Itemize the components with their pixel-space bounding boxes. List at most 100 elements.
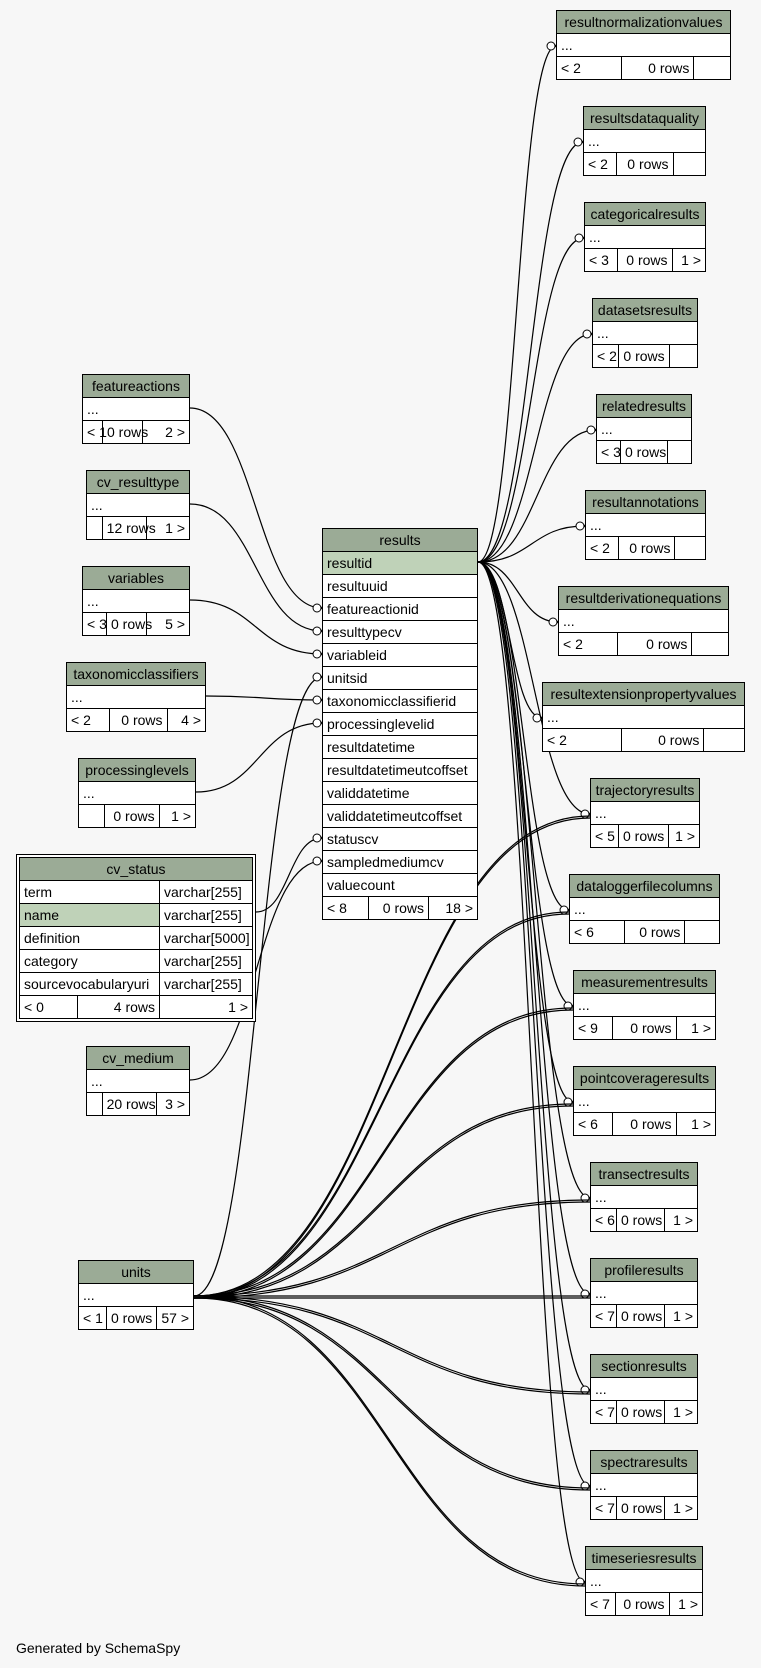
table-title: cv_medium	[87, 1047, 189, 1070]
optional-marker	[312, 695, 322, 705]
column-type: varchar[255]	[164, 884, 242, 900]
parents-count: < 2	[67, 709, 111, 731]
row-count: 0 rows	[616, 1593, 670, 1615]
row-count: 0 rows	[107, 613, 152, 635]
column-resultdatetimeutcoffset: resultdatetimeutcoffset	[323, 759, 477, 782]
row-count: 0 rows	[619, 825, 669, 847]
edge-units-to-sectionresults	[193, 1295, 591, 1393]
parents-count: < 7	[586, 1593, 616, 1615]
optional-marker	[580, 1193, 590, 1203]
parents-count: < 2	[559, 633, 619, 655]
table-title: categoricalresults	[585, 203, 705, 226]
parents-count: < 2	[543, 729, 623, 751]
children-count: 1 >	[691, 1020, 711, 1036]
edge-units-to-sectionresults-2	[193, 1297, 591, 1395]
table-body: ...	[559, 610, 728, 633]
table-footer: 20 rows 3 >	[87, 1093, 189, 1115]
column-featureactionid: featureactionid	[323, 598, 477, 621]
children-count: 1 >	[691, 1116, 711, 1132]
table-title: datasetsresults	[593, 299, 697, 322]
children-count: 3 >	[165, 1096, 185, 1112]
parents-count: < 6	[574, 1113, 614, 1135]
table-title: resultnormalizationvalues	[557, 11, 730, 34]
edge-results-to-timeseriesresults	[477, 561, 586, 1583]
row-count: 0 rows	[622, 729, 705, 751]
edge-results-to-resultsdataquality	[477, 141, 584, 563]
children-count: 2 >	[165, 424, 185, 440]
table-title: resultderivationequations	[559, 587, 728, 610]
children-count: 57 >	[161, 1310, 189, 1326]
column-type: varchar[255]	[164, 976, 242, 992]
optional-marker	[563, 1001, 573, 1011]
edge-results-to-spectraresults	[477, 561, 591, 1487]
parents-count	[87, 517, 103, 539]
column-variableid: variableid	[323, 644, 477, 667]
children-count	[704, 729, 744, 751]
table-title: pointcoverageresults	[574, 1067, 715, 1090]
row-count: 0 rows	[625, 921, 686, 943]
table-body: ...	[79, 782, 195, 805]
row-count: 0 rows	[110, 709, 168, 731]
table-body: ...	[591, 1378, 697, 1401]
edge-units-to-trajectoryresults	[193, 815, 591, 1297]
optional-marker	[546, 41, 556, 51]
edge-units-to-transectresults-2	[193, 1201, 591, 1299]
edge-units-to-pointcoverageresults-2	[193, 1105, 574, 1299]
parents-count: < 1	[83, 421, 107, 443]
children-count: 1 >	[673, 1212, 693, 1228]
edge-units-to-pointcoverageresults	[193, 1103, 574, 1297]
parents-count	[87, 1093, 103, 1115]
edge-units-to-results	[193, 676, 323, 1297]
optional-marker	[312, 833, 322, 843]
edge-results-to-relatedresults	[477, 429, 597, 563]
table-body: ...	[557, 34, 730, 57]
parents-count: < 2	[557, 57, 623, 79]
row-count: 0 rows	[613, 1113, 677, 1135]
table-title: processinglevels	[79, 759, 195, 782]
column-resulttypecv: resulttypecv	[323, 621, 477, 644]
parents-count: < 7	[591, 1401, 617, 1423]
table-body: ...	[586, 1570, 702, 1593]
parents-count: < 6	[591, 1209, 617, 1231]
column-name: term	[20, 881, 160, 903]
optional-marker	[574, 233, 584, 243]
table-body: ...	[574, 1090, 715, 1113]
optional-marker	[312, 672, 322, 682]
optional-marker	[312, 856, 322, 866]
row-count: 20 rows	[103, 1093, 157, 1115]
edge-results-to-dataloggerfilecolumns	[477, 561, 570, 911]
table-title: measurementresults	[574, 971, 715, 994]
table-title: resultextensionpropertyvalues	[543, 683, 744, 706]
